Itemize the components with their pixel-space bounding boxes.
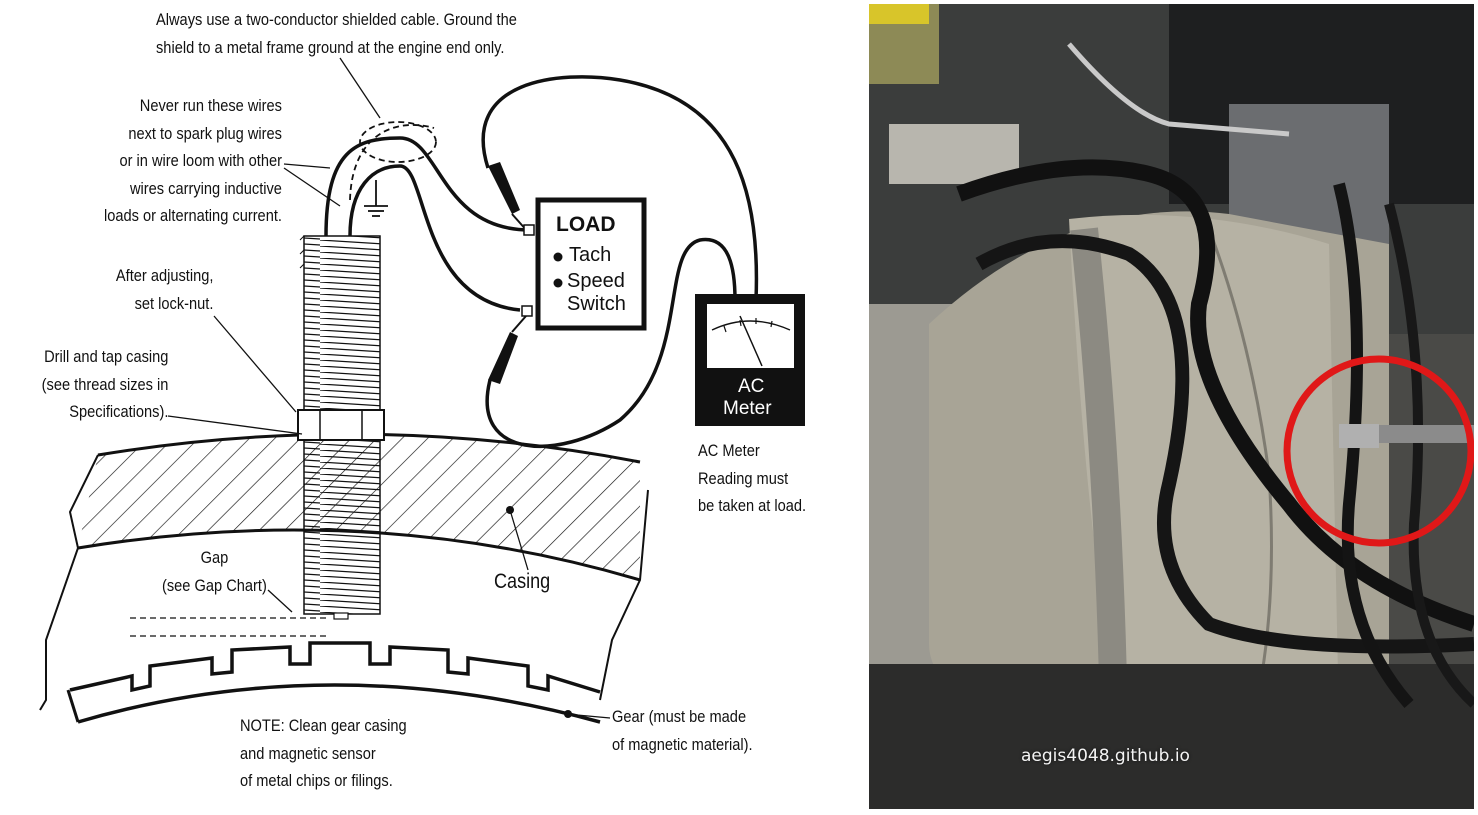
probe-clip-bottom	[488, 305, 533, 384]
sensor-cable	[324, 136, 531, 312]
leader-lines	[130, 57, 611, 719]
probe-leads	[481, 75, 759, 448]
spark-plug-note: Never run these wires next to spark plug…	[104, 96, 282, 225]
engine-photo: aegis4048.github.io	[869, 4, 1474, 809]
load-item-speed: Speed	[567, 270, 625, 292]
ground-icon	[364, 180, 388, 217]
ac-meter	[695, 294, 805, 426]
drill-tap-note: Drill and tap casing (see thread sizes i…	[41, 347, 168, 421]
sensor-highlight-circle	[1283, 355, 1474, 547]
meter-label-ac: AC	[738, 376, 765, 397]
lock-nut-note: After adjusting, set lock-nut.	[115, 266, 213, 313]
cable-shield	[349, 121, 437, 201]
sensor-wiring-diagram	[39, 57, 805, 724]
probe-clip-top	[488, 162, 535, 236]
meter-needle	[739, 315, 763, 367]
clean-note: NOTE: Clean gear casing and magnetic sen…	[240, 716, 407, 790]
meter-note: AC Meter Reading must be taken at load.	[698, 441, 807, 515]
speed-switch-bullet	[553, 278, 563, 288]
meter-label-meter: Meter	[723, 398, 772, 419]
gear-note: Gear (must be made of magnetic material)…	[612, 707, 753, 754]
load-item-switch: Switch	[567, 293, 626, 315]
casing-label: Casing	[494, 570, 551, 593]
load-item-tach: Tach	[569, 244, 612, 266]
load-title: LOAD	[556, 213, 616, 236]
gap-note: Gap (see Gap Chart)	[162, 548, 267, 595]
gear	[66, 641, 601, 724]
load-box	[535, 197, 647, 331]
lock-nut	[297, 409, 385, 441]
watermark: aegis4048.github.io	[1021, 746, 1190, 766]
tach-bullet	[553, 252, 563, 262]
cable-note: Always use a two-conductor shielded cabl…	[156, 10, 517, 57]
